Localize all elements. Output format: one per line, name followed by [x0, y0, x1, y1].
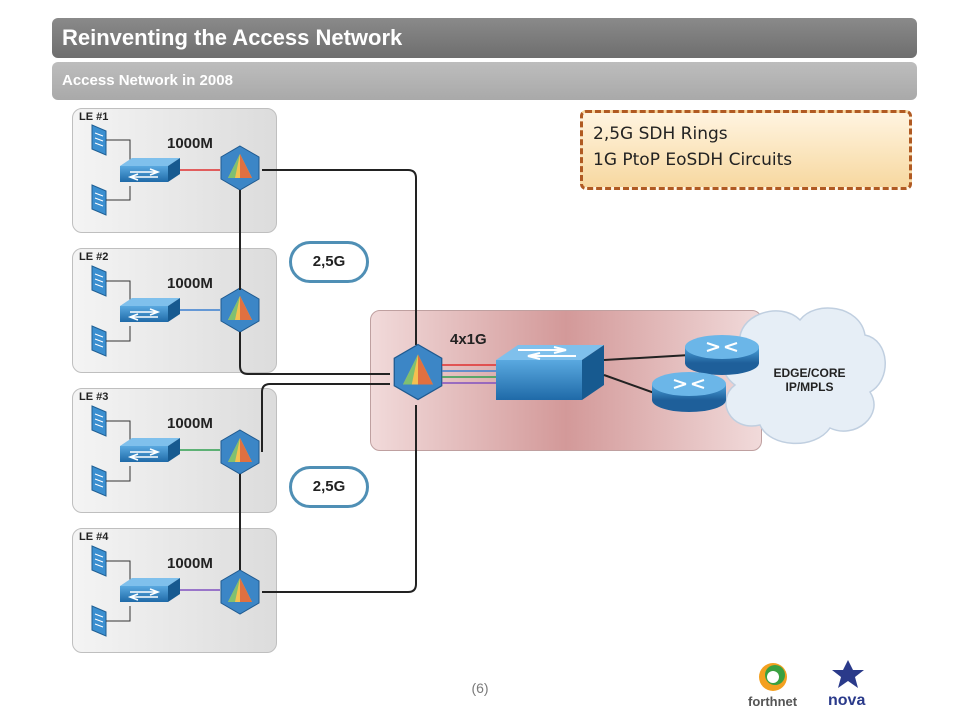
cloud-label-line1: EDGE/CORE	[773, 366, 846, 380]
ring-label-1: 2,5G	[289, 241, 369, 283]
forthnet-logo-text: forthnet	[748, 694, 798, 709]
nova-logo-icon	[832, 660, 864, 688]
le4-speed-label: 1000M	[167, 555, 213, 572]
note-line-1: 2,5G SDH Rings	[593, 124, 728, 144]
nova-logo-text: nova	[828, 692, 866, 709]
le3-speed-label: 1000M	[167, 415, 213, 432]
callout-note: 2,5G SDH Rings 1G PtoP EoSDH Circuits	[580, 110, 912, 190]
cloud-label-line2: IP/MPLS	[785, 380, 834, 394]
le-label-2: LE #2	[79, 251, 109, 263]
cloud-label: EDGE/CORE IP/MPLS	[762, 366, 857, 394]
ring-link-5	[261, 383, 390, 452]
slide-title: Reinventing the Access Network	[52, 18, 917, 58]
page-number: (6)	[471, 680, 489, 696]
uplink-label: 4x1G	[450, 331, 487, 348]
forthnet-logo-icon	[759, 663, 787, 691]
le1-speed-label: 1000M	[167, 135, 213, 152]
le-label-4: LE #4	[79, 531, 109, 543]
ring-link-2	[262, 169, 417, 345]
ring-link-3	[239, 332, 390, 375]
ring-link-6	[262, 405, 417, 593]
ring-label-2: 2,5G	[289, 466, 369, 508]
le-label-1: LE #1	[79, 111, 109, 123]
slide-subtitle: Access Network in 2008	[52, 62, 917, 100]
le2-speed-label: 1000M	[167, 275, 213, 292]
le-label-3: LE #3	[79, 391, 109, 403]
cloud-shape	[721, 307, 886, 445]
note-line-2: 1G PtoP EoSDH Circuits	[593, 150, 793, 170]
